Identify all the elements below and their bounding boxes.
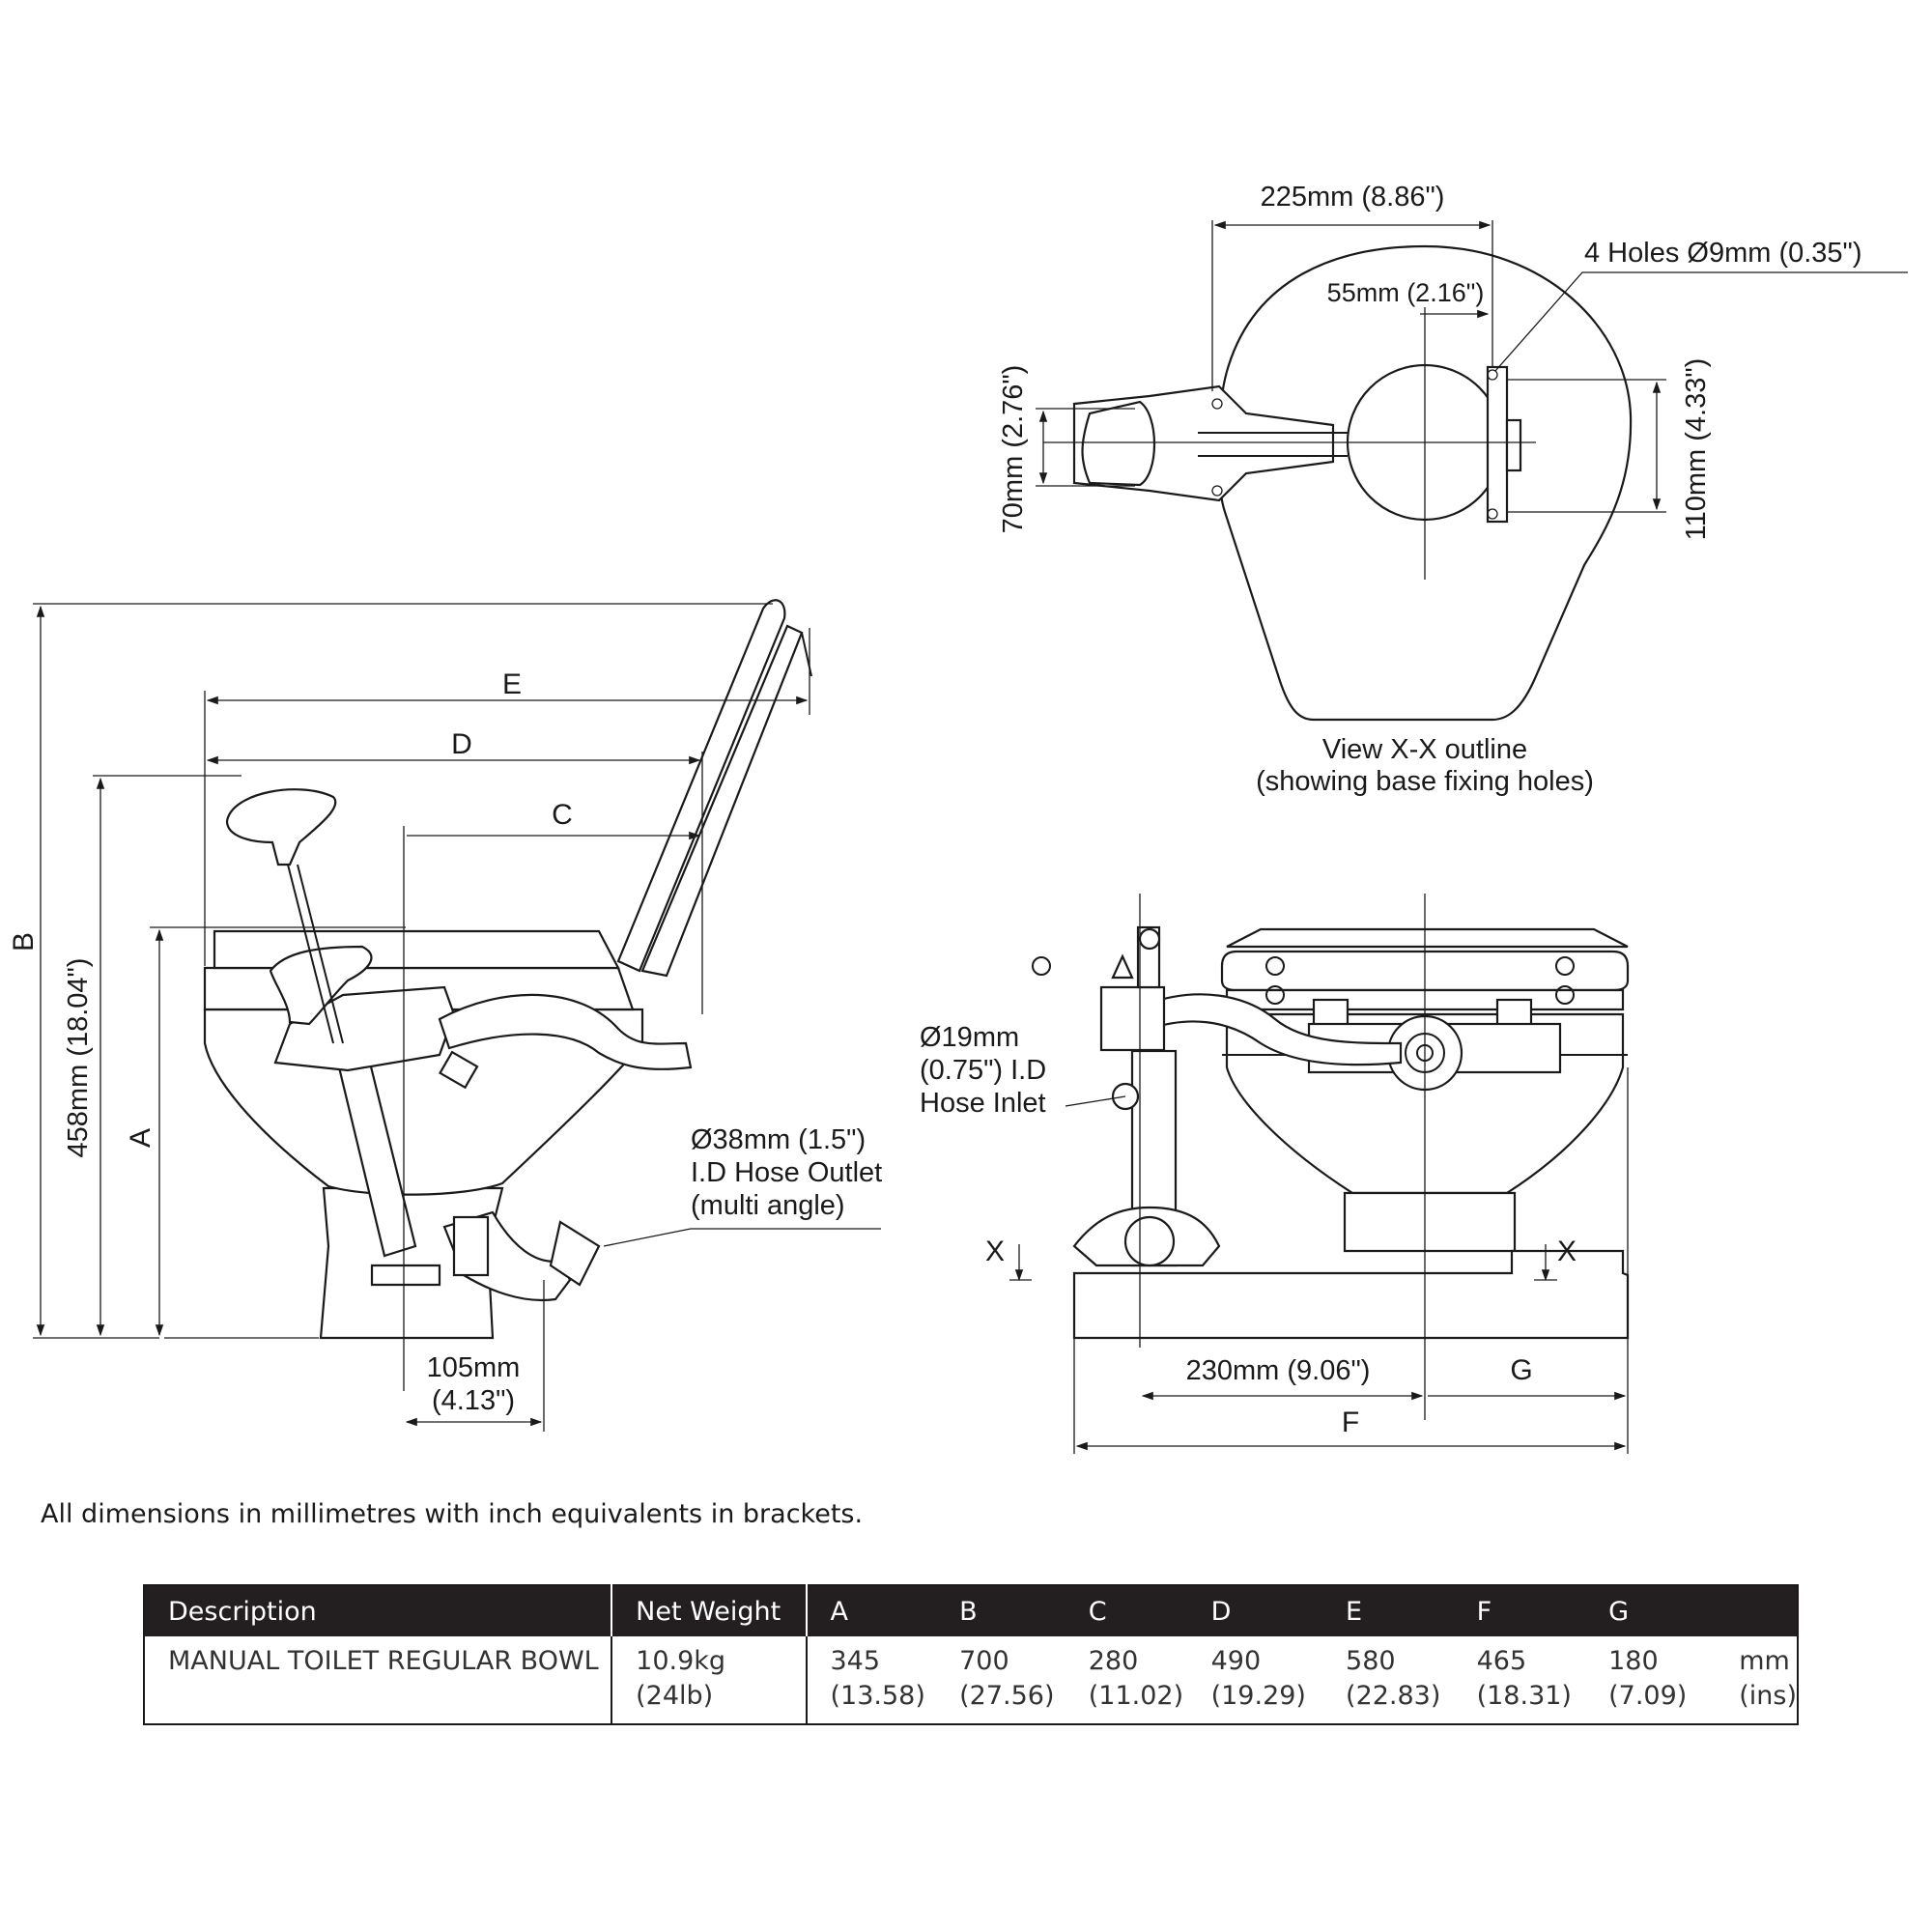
letter-f: F: [1342, 1406, 1359, 1438]
label-base-offset-1: 105mm: [427, 1352, 521, 1383]
value-mm: 180: [1608, 1646, 1659, 1676]
letter-a: A: [125, 1128, 156, 1148]
letter-g: G: [1510, 1354, 1532, 1386]
header-net-weight: Net Weight: [611, 1585, 808, 1636]
weight-kg: 10.9kg: [636, 1646, 726, 1676]
header-f: F: [1453, 1585, 1586, 1636]
value-in: (19.29): [1210, 1681, 1306, 1711]
cell-e: 580 (22.83): [1322, 1636, 1454, 1724]
value-in: (13.58): [830, 1681, 925, 1711]
cell-b: 700 (27.56): [936, 1636, 1065, 1724]
cell-unit: mm (ins): [1716, 1636, 1798, 1724]
section-x-right: X: [1557, 1236, 1577, 1267]
header-g: G: [1585, 1585, 1717, 1636]
fixing-hole-icon: [1487, 369, 1498, 381]
label-base-span: 230mm (9.06"): [1186, 1355, 1371, 1386]
view-caption-line-2: (showing base fixing holes): [1256, 766, 1594, 797]
letter-b: B: [8, 932, 40, 952]
label-outlet-line-3: (multi angle): [691, 1190, 845, 1221]
header-unit: [1716, 1585, 1798, 1636]
header-description: Description: [144, 1585, 613, 1636]
cell-d: 490 (19.29): [1188, 1636, 1322, 1724]
cell-f: 465 (18.31): [1454, 1636, 1586, 1724]
spec-table-header: Description Net Weight A B C D E F G: [144, 1585, 1798, 1636]
letter-e: E: [502, 668, 522, 700]
label-outlet-line-2: I.D Hose Outlet: [691, 1157, 882, 1188]
pump-body-front: [1099, 985, 1166, 1052]
raised-lid: [616, 599, 786, 973]
section-x-left: X: [985, 1236, 1005, 1267]
label-top-width: 225mm (8.86"): [1261, 182, 1445, 213]
spec-table: Description Net Weight A B C D E F G MAN…: [143, 1584, 1799, 1725]
value-in: (27.56): [959, 1681, 1055, 1711]
dimension-labels: 225mm (8.86") 4 Holes Ø9mm (0.35") 55mm …: [8, 182, 1862, 1438]
label-holes: 4 Holes Ø9mm (0.35"): [1584, 238, 1862, 269]
label-base-offset-2: (4.13"): [432, 1385, 515, 1416]
front-view: [1009, 894, 1630, 1454]
value-in: (7.09): [1608, 1681, 1688, 1711]
value-in: (22.83): [1346, 1681, 1441, 1711]
handle-pad: [1081, 400, 1155, 487]
value-mm: 465: [1476, 1646, 1527, 1676]
top-view: [1036, 220, 1908, 722]
flush-pipe: [438, 993, 693, 1070]
value-mm: 700: [959, 1646, 1009, 1676]
pump-handle: [269, 945, 373, 1026]
cell-c: 280 (11.02): [1065, 1636, 1188, 1724]
table-row: MANUAL TOILET REGULAR BOWL 10.9kg(24lb) …: [144, 1636, 1798, 1724]
value-mm: 490: [1210, 1646, 1262, 1676]
fixing-hole-icon: [1487, 508, 1498, 520]
unit-in: (ins): [1739, 1681, 1797, 1711]
pull-handle: [225, 788, 337, 867]
lid-front: [1226, 927, 1629, 949]
label-inlet-line-3: Hose Inlet: [920, 1088, 1046, 1119]
value-in: (18.31): [1476, 1681, 1572, 1711]
unit-mm: mm: [1739, 1646, 1790, 1676]
label-right-height: 110mm (4.33"): [1681, 358, 1712, 541]
cell-description: MANUAL TOILET REGULAR BOWL: [144, 1636, 613, 1724]
cell-a: 345 (13.58): [807, 1636, 937, 1724]
side-view: [33, 599, 881, 1432]
label-inlet-line-1: Ø19mm: [920, 1022, 1019, 1053]
fixing-hole-icon: [1211, 485, 1223, 497]
value-mm: 345: [830, 1646, 881, 1676]
header-c: C: [1065, 1585, 1188, 1636]
fixing-hole-icon: [1211, 398, 1223, 410]
base-front: [1343, 1191, 1517, 1253]
weight-lb: (24lb): [636, 1681, 714, 1711]
header-e: E: [1322, 1585, 1454, 1636]
header-d: D: [1187, 1585, 1323, 1636]
cell-weight: 10.9kg (24lb): [611, 1636, 808, 1724]
outlet-mount: [1486, 365, 1509, 524]
letter-d: D: [451, 728, 472, 760]
label-left-height: 70mm (2.76"): [998, 365, 1029, 534]
value-in: (11.02): [1088, 1681, 1184, 1711]
label-inlet-line-2: (0.75") I.D: [920, 1055, 1046, 1086]
footnote: All dimensions in millimetres with inch …: [41, 1499, 864, 1529]
letter-c: C: [552, 799, 573, 831]
value-mm: 280: [1088, 1646, 1139, 1676]
technical-drawing: 225mm (8.86") 4 Holes Ø9mm (0.35") 55mm …: [8, 182, 1908, 1454]
label-hole-offset: 55mm (2.16"): [1327, 278, 1485, 307]
header-b: B: [936, 1585, 1065, 1636]
header-a: A: [806, 1585, 937, 1636]
label-overall-height: 458mm (18.04"): [63, 958, 94, 1158]
lid-top: [213, 929, 620, 970]
label-outlet-line-1: Ø38mm (1.5"): [691, 1124, 866, 1155]
front-flush-pipe: [1143, 993, 1403, 1066]
value-mm: 580: [1346, 1646, 1396, 1676]
cell-g: 180 (7.09): [1585, 1636, 1716, 1724]
pump-knob-icon: [1138, 927, 1161, 951]
view-caption-line-1: View X-X outline: [1322, 734, 1527, 765]
